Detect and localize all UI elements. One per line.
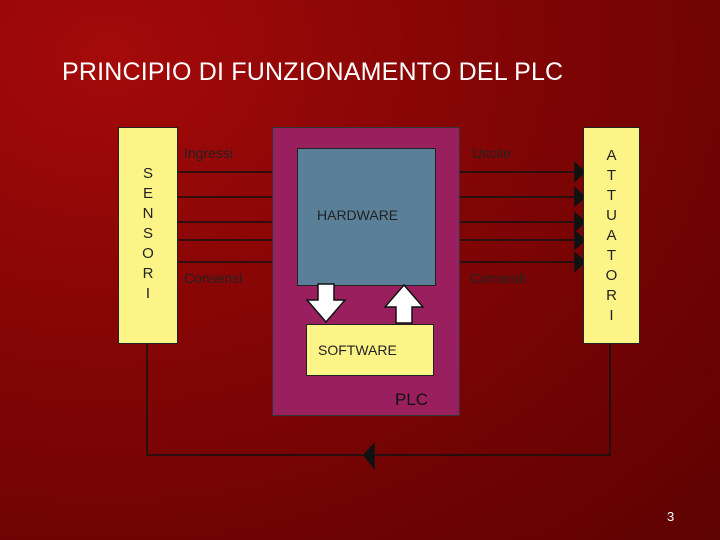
- ingressi-label: Ingressi: [184, 145, 234, 161]
- sensori-box: S E N S O R I: [118, 127, 178, 344]
- sensori-letter: O: [142, 245, 154, 262]
- sensori-letter: E: [142, 185, 153, 202]
- attuatori-letter: A: [606, 227, 617, 244]
- output-arrowhead: [574, 251, 587, 273]
- software-label: SOFTWARE: [318, 342, 397, 358]
- consensi-label: Consensi: [184, 270, 243, 286]
- software-box: [306, 324, 434, 376]
- attuatori-letter: T: [606, 187, 617, 204]
- output-arrowhead: [574, 229, 587, 251]
- uscite-label: Uscite: [472, 145, 511, 161]
- feedback-arrowhead: [363, 442, 375, 471]
- attuatori-letter: T: [606, 167, 617, 184]
- attuatori-letter: A: [606, 147, 617, 164]
- output-arrowhead: [574, 161, 587, 183]
- page-number: 3: [667, 509, 675, 524]
- hardware-box: [297, 148, 436, 286]
- plc-label: PLC: [395, 390, 429, 409]
- sensori-label: S E N S O R I: [119, 164, 177, 304]
- output-arrowhead: [574, 211, 587, 233]
- sensori-letter: N: [142, 205, 154, 222]
- attuatori-letter: I: [609, 307, 614, 324]
- attuatori-letter: R: [606, 287, 617, 304]
- attuatori-box: A T T U A T O R I: [583, 127, 640, 344]
- attuatori-letter: U: [606, 207, 617, 224]
- hardware-label: HARDWARE: [317, 207, 399, 223]
- up-block-arrow: [383, 283, 425, 324]
- feedback-loop-line: [146, 342, 611, 456]
- sensori-letter: R: [142, 265, 154, 282]
- attuatori-label: A T T U A T O R I: [584, 146, 639, 326]
- output-arrowhead: [574, 186, 587, 208]
- attuatori-letter: T: [606, 247, 617, 264]
- down-block-arrow: [305, 283, 347, 324]
- comandi-label: Comandi: [470, 270, 527, 286]
- sensori-letter: S: [142, 225, 153, 242]
- sensori-letter: I: [145, 285, 151, 302]
- slide-title: PRINCIPIO DI FUNZIONAMENTO DEL PLC: [62, 58, 564, 86]
- attuatori-letter: O: [605, 267, 618, 284]
- sensori-letter: S: [142, 165, 153, 182]
